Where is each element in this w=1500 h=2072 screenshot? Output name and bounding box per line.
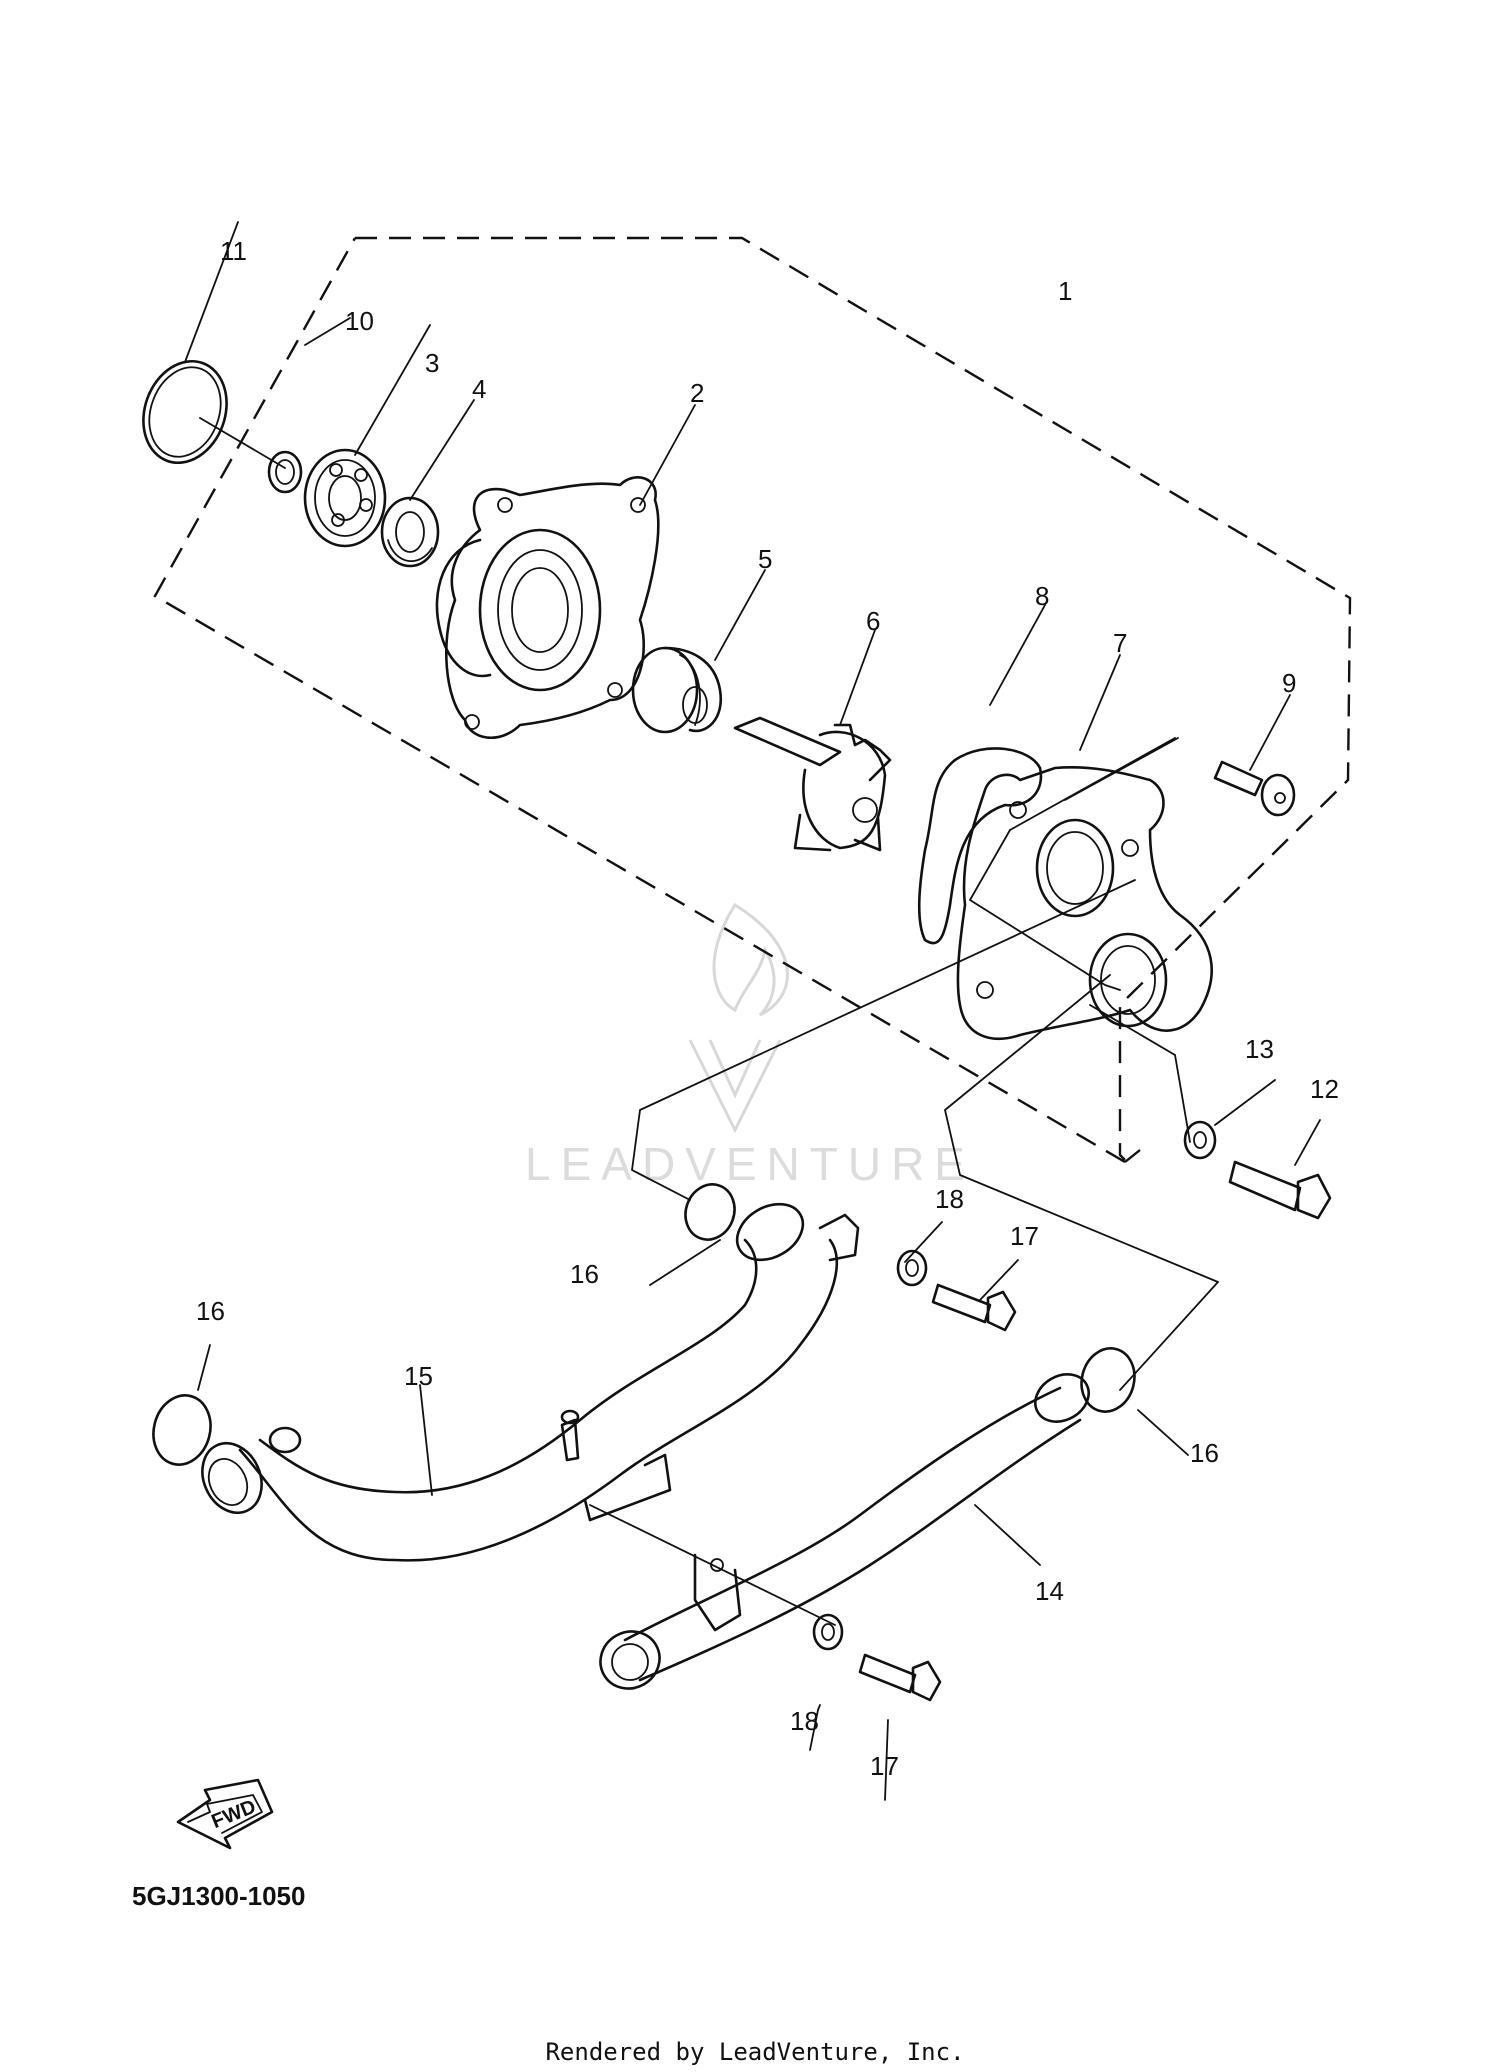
callout-10: 10 — [345, 306, 374, 336]
watermark-text: LEADVENTURE — [525, 1138, 975, 1190]
callout-6: 6 — [866, 606, 880, 636]
callout-2: 2 — [690, 378, 704, 408]
o-ring-part-16-upper[interactable] — [678, 1177, 742, 1246]
assembly-outline — [153, 236, 1352, 1164]
callout-18-upper: 18 — [935, 1184, 964, 1214]
callout-9: 9 — [1282, 668, 1296, 698]
impeller-shaft-part-6[interactable] — [733, 716, 892, 852]
o-ring-part-11-inner — [148, 366, 222, 458]
callout-17-upper: 17 — [1010, 1221, 1039, 1251]
o-ring-part-16-right[interactable] — [1075, 1342, 1142, 1417]
oil-seal-part-4[interactable] — [380, 496, 440, 568]
washer-part-18-lower[interactable] — [812, 1613, 844, 1651]
washer-part-18-upper[interactable] — [896, 1249, 928, 1287]
circlip-part-10[interactable] — [267, 450, 303, 494]
o-ring-part-11[interactable] — [130, 349, 241, 474]
washer-part-13[interactable] — [1183, 1120, 1217, 1160]
callout-18-lower: 18 — [790, 1706, 819, 1736]
callout-11: 11 — [220, 236, 247, 266]
pump-cover-part-7[interactable] — [956, 766, 1213, 1040]
callout-3: 3 — [425, 348, 439, 378]
callout-7: 7 — [1113, 628, 1127, 658]
gasket-part-8[interactable] — [917, 747, 1043, 945]
bolt-part-9[interactable] — [1213, 760, 1296, 817]
leader-lines — [184, 221, 1321, 1801]
o-ring-part-16-left[interactable] — [146, 1389, 218, 1471]
callout-16-right: 16 — [1190, 1438, 1219, 1468]
water-pipe-part-14[interactable] — [590, 1365, 1097, 1699]
fwd-arrow-icon — [176, 1778, 274, 1850]
callout-8: 8 — [1035, 581, 1049, 611]
callout-16-upper: 16 — [570, 1259, 599, 1289]
callout-15: 15 — [404, 1361, 433, 1391]
callout-13: 13 — [1245, 1034, 1274, 1064]
callout-14: 14 — [1035, 1576, 1064, 1606]
callout-17-lower: 17 — [870, 1751, 899, 1781]
bolt-part-17-lower[interactable] — [858, 1653, 942, 1702]
bolt-part-12[interactable] — [1228, 1160, 1332, 1220]
callout-5: 5 — [758, 544, 772, 574]
bolt-part-17-upper[interactable] — [931, 1283, 1017, 1332]
assembly-outline-lower — [1124, 1149, 1141, 1163]
pump-housing-part-2[interactable] — [435, 476, 660, 740]
footer-credit: Rendered by LeadVenture, Inc. — [545, 2038, 964, 2066]
callout-1: 1 — [1058, 276, 1072, 306]
callout-12: 12 — [1310, 1074, 1339, 1104]
mechanical-seal-part-5[interactable] — [631, 646, 723, 734]
water-pipe-part-15[interactable] — [191, 1193, 860, 1562]
callout-4: 4 — [472, 374, 486, 404]
diagram-code: 5GJ1300-1050 — [132, 1881, 305, 1911]
bearing-part-3[interactable] — [303, 448, 387, 548]
watermark-logo — [688, 902, 789, 1134]
callout-16-left: 16 — [196, 1296, 225, 1326]
